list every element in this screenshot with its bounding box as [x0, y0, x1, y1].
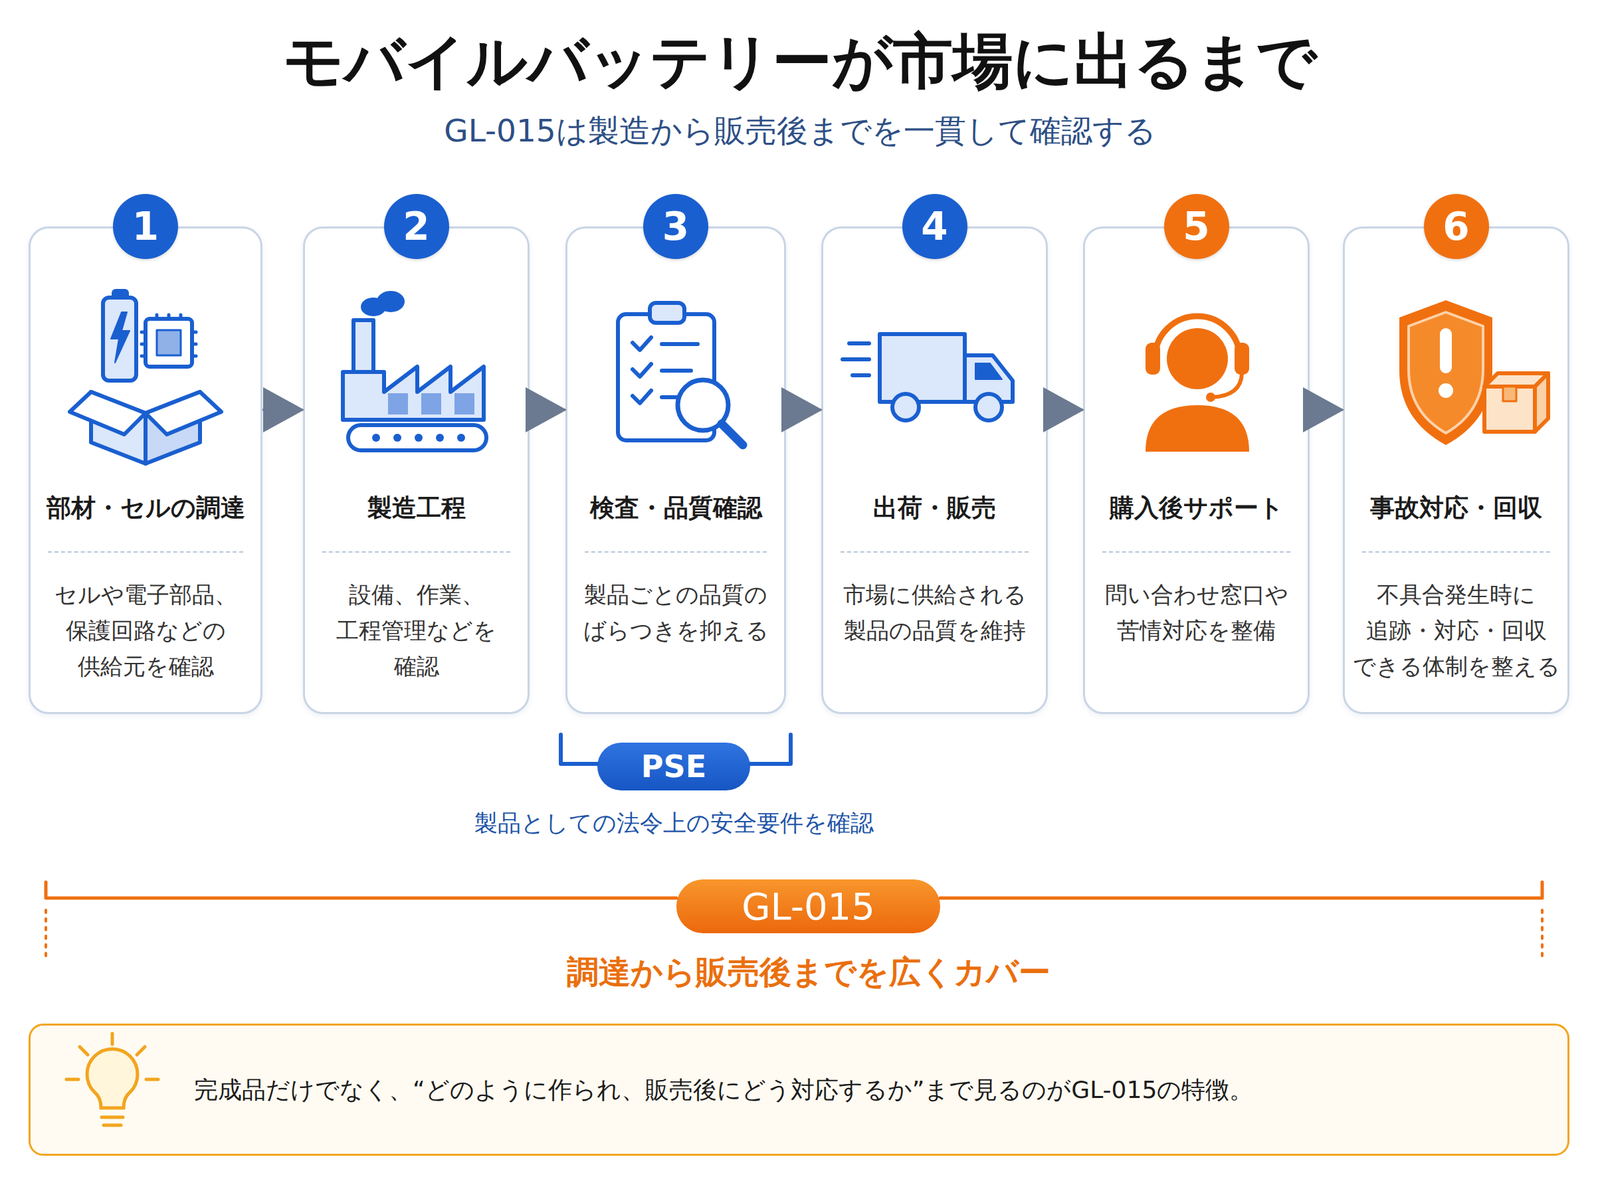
step-card: 5購入後サポート問い合わせ窓口や 苦情対応を整備: [1083, 226, 1310, 715]
step-card: 1部材・セルの調達セルや電子部品、 保護回路などの 供給元を確認: [28, 226, 263, 715]
dashed-divider: [322, 551, 511, 553]
flow-arrow: [529, 408, 566, 411]
step-description: 設備、作業、 工程管理などを 確認: [329, 576, 504, 685]
incident-icon: [1399, 300, 1549, 446]
step-description: 問い合わせ窓口や 苦情対応を整備: [1097, 576, 1297, 649]
flow-arrow: [1047, 408, 1084, 411]
step-heading: 購入後サポート: [1085, 493, 1308, 524]
step-heading: 事故対応・回収: [1344, 493, 1568, 524]
truck-icon: [842, 334, 1013, 421]
step-card: 6事故対応・回収不具合発生時に 追跡・対応・回収 できる体制を整える: [1342, 226, 1570, 715]
gl015-badge: GL-015調達から販売後までを広くカバー: [676, 879, 941, 934]
step-number: 4: [902, 194, 968, 260]
dashed-divider: [1102, 551, 1291, 553]
pse-bracket: [560, 734, 791, 765]
coverage-dotted-end: [1540, 910, 1544, 961]
flow-arrow: [786, 408, 822, 411]
pse-description: 製品としての法令上の安全要件を確認: [474, 807, 874, 839]
flow-arrow: [1309, 408, 1343, 411]
gl015-description: 調達から販売後までを広くカバー: [566, 952, 1051, 992]
pse-badge: PSE製品としての法令上の安全要件を確認: [597, 742, 751, 791]
coverage-dotted-end: [44, 910, 48, 961]
tip-text: 完成品だけでなく、“どのように作られ、販売後にどう対応するか”まで見るのがGL-…: [194, 1025, 1254, 1155]
step-number: 6: [1423, 194, 1490, 260]
lightbulb-icon: [66, 1033, 159, 1126]
dashed-divider: [47, 551, 244, 553]
step-card: 2製造工程設備、作業、 工程管理などを 確認: [302, 226, 530, 715]
step-number: 5: [1164, 194, 1230, 260]
support-icon: [1145, 316, 1250, 452]
step-heading: 製造工程: [304, 493, 528, 524]
pse-badge-text: PSE: [597, 742, 751, 791]
dashed-divider: [840, 551, 1029, 553]
step-description: 不具合発生時に 追跡・対応・回収 できる体制を整える: [1346, 576, 1567, 685]
parts-box-icon: [69, 291, 222, 464]
subtitle: GL-015は製造から販売後までを一貫して確認する: [0, 111, 1600, 151]
inspection-icon: [617, 302, 743, 446]
step-number: 1: [112, 194, 179, 260]
dashed-divider: [584, 551, 767, 553]
step-heading: 出荷・販売: [823, 493, 1046, 524]
step-description: 市場に供給される 製品の品質を維持: [835, 576, 1035, 649]
dashed-divider: [1362, 551, 1551, 553]
coverage-bracket: [45, 882, 1543, 899]
gl015-badge-text: GL-015: [676, 879, 941, 934]
step-card: 3検査・品質確認製品ごとの品質の ばらつきを抑える: [565, 226, 787, 715]
step-number: 2: [384, 194, 450, 260]
step-heading: 検査・品質確認: [567, 493, 785, 524]
step-number: 3: [643, 194, 709, 260]
step-heading: 部材・セルの調達: [30, 493, 261, 524]
step-description: 製品ごとの品質の ばらつきを抑える: [576, 576, 776, 649]
step-card: 4出荷・販売市場に供給される 製品の品質を維持: [821, 226, 1048, 715]
step-description: セルや電子部品、 保護回路などの 供給元を確認: [45, 576, 246, 685]
diagram-title: モバイルバッテリーが市場に出るまで: [0, 25, 1600, 98]
flow-arrow: [262, 408, 303, 411]
factory-icon: [342, 293, 487, 451]
tip-box: 完成品だけでなく、“どのように作られ、販売後にどう対応するか”まで見るのがGL-…: [28, 1023, 1570, 1157]
